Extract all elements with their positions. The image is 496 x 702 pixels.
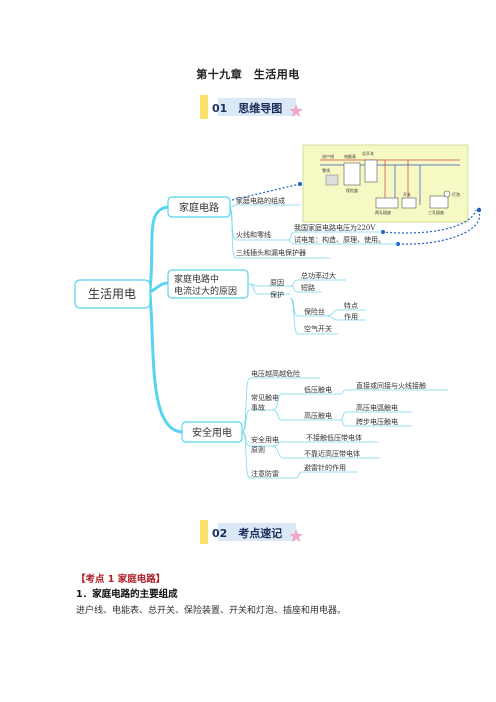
item-live-neutral: 火线和零线 — [236, 230, 271, 239]
section-banner-mindmap: 01 思维导图 ★ — [200, 95, 310, 122]
circuit-label: 保险盒 — [346, 187, 358, 193]
protect-breaker: 空气开关 — [304, 324, 332, 333]
label-protect: 保护 — [270, 290, 284, 299]
mindmap: 进户线 电能表 总开关 保险盒 零线 开关 两孔插座 三孔插座 灯泡 生活用电 … — [74, 144, 482, 479]
banner-accent — [200, 520, 208, 544]
item-principles: 原则 — [251, 446, 265, 454]
branch-line — [148, 281, 170, 294]
fuse-function: 作用 — [344, 312, 358, 321]
lightning-rod: 避雷针的作用 — [304, 463, 346, 472]
section-heading: 【考点 1 家庭电路】 — [76, 574, 166, 585]
star-icon: ★ — [288, 526, 305, 547]
circuit-label: 零线 — [322, 167, 330, 173]
item-accidents: 事故 — [251, 403, 265, 412]
item-high-voltage: 电压越高越危险 — [251, 369, 300, 378]
section-banner-keypoints: 02 考点速记 ★ — [200, 520, 310, 547]
circuit-label: 三孔插座 — [428, 209, 444, 215]
section-subheading: 1．家庭电路的主要组成 — [76, 589, 178, 600]
item-accidents: 常见触电 — [251, 393, 279, 402]
high-voltage-shock: 高压触电 — [304, 411, 332, 420]
banner-label: 01 思维导图 — [212, 102, 283, 115]
banner-label: 02 考点速记 — [212, 527, 283, 540]
protect-fuse: 保险丝 — [304, 307, 325, 316]
circuit-label: 进户线 — [322, 153, 334, 159]
low-voltage-detail: 直接或间接与火线接触 — [356, 381, 426, 390]
node-label: 家庭电路中 — [174, 273, 219, 285]
page-title: 第十九章 生活用电 — [196, 68, 300, 81]
circuit-label: 灯泡 — [452, 191, 460, 197]
principle-1: 不接触低压带电体 — [306, 433, 362, 442]
center-label: 生活用电 — [88, 287, 136, 301]
node-label: 家庭电路 — [179, 201, 219, 214]
principle-2: 不靠近高压带电体 — [304, 449, 360, 458]
section-body: 进户线、电能表、总开关、保险装置、开关和灯泡、插座和用电器。 — [76, 606, 347, 616]
circuit-label: 总开关 — [362, 150, 374, 156]
cause-short: 短路 — [301, 283, 315, 292]
node-label: 电流过大的原因 — [174, 285, 237, 297]
item-lightning: 注意防雷 — [251, 469, 279, 478]
label-cause: 原因 — [270, 279, 284, 287]
item-voltage: 我国家庭电路电压为220V — [294, 223, 376, 232]
low-voltage-shock: 低压触电 — [304, 385, 332, 394]
item-composition: 家庭电路的组成 — [236, 196, 285, 205]
circuit-label: 两孔插座 — [375, 209, 391, 215]
connector-line — [397, 209, 481, 245]
item-principles: 安全用电 — [251, 435, 279, 444]
item-plug-protector: 三线插头和漏电保护器 — [236, 248, 306, 257]
banner-bar — [218, 523, 296, 541]
node-label: 安全用电 — [192, 426, 232, 439]
circuit-label: 开关 — [403, 191, 411, 197]
high-voltage-detail: 跨步电压触电 — [356, 417, 398, 426]
branch-line — [148, 205, 170, 292]
star-icon: ★ — [288, 101, 305, 122]
item-test-pen: 试电笔：构造、原理、使用。 — [294, 235, 385, 244]
center-node — [74, 279, 151, 309]
circuit-label: 电能表 — [344, 153, 356, 159]
banner-bar — [218, 98, 296, 116]
branch-line — [148, 292, 184, 434]
banner-accent — [200, 95, 208, 119]
high-voltage-detail: 高压电弧触电 — [356, 403, 398, 412]
fuse-feature: 特点 — [344, 301, 358, 310]
circuit-diagram: 进户线 电能表 总开关 保险盒 零线 开关 两孔插座 三孔插座 灯泡 — [302, 144, 469, 223]
cause-overload: 总功率过大 — [301, 271, 336, 280]
